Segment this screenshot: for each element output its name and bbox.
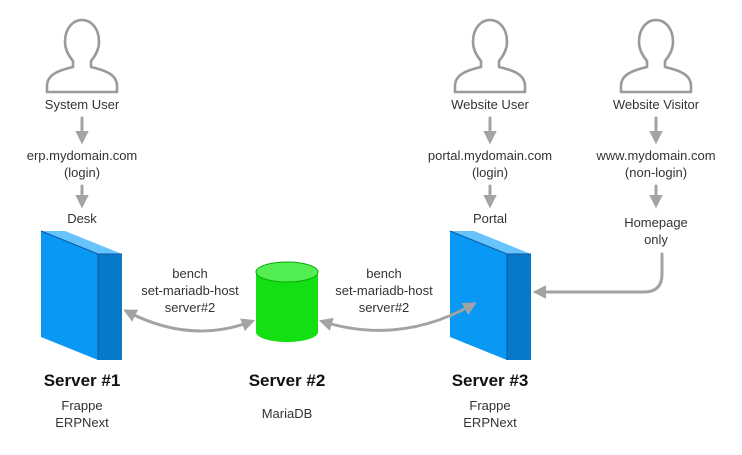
system-user-label: System User [45,97,120,112]
homepage-to-server3-arrow [532,252,664,299]
website-user-label: Website User [451,97,529,112]
portal-note-label: (login) [472,165,508,180]
portal-domain-label: portal.mydomain.com [428,148,552,163]
website-visitor-label: Website Visitor [613,97,700,112]
system-user-icon [45,18,119,94]
www-note-label: (non-login) [625,165,687,180]
database-icon [255,261,319,342]
www-domain-label: www.mydomain.com [595,148,715,163]
left-link-line3: server#2 [165,300,216,315]
erp-domain-label: erp.mydomain.com [27,148,138,163]
left-link-line1: bench [172,266,207,281]
server-1-line2: ERPNext [55,415,109,430]
homepage-label-line1: Homepage [624,215,688,230]
erp-note-label: (login) [64,165,100,180]
server-1-title: Server #1 [44,371,121,390]
right-link-line3: server#2 [359,300,410,315]
server-2-line1: MariaDB [262,406,313,421]
right-link-line2: set-mariadb-host [335,283,433,298]
left-link-line2: set-mariadb-host [141,283,239,298]
server-3-title: Server #3 [452,371,529,390]
desk-label: Desk [67,211,97,226]
website-user-icon [453,18,527,94]
server1-db-link-arrow [123,309,256,333]
server-1-line1: Frappe [61,398,102,413]
website-visitor-icon [619,18,693,94]
right-link-line1: bench [366,266,401,281]
portal-label: Portal [473,211,507,226]
server-1-icon [40,230,122,360]
server-2-title: Server #2 [249,371,326,390]
db-server3-link-arrow [318,302,477,332]
server-3-icon [449,230,531,360]
homepage-label-line2: only [644,232,668,247]
server-3-line2: ERPNext [463,415,517,430]
server-3-line1: Frappe [469,398,510,413]
